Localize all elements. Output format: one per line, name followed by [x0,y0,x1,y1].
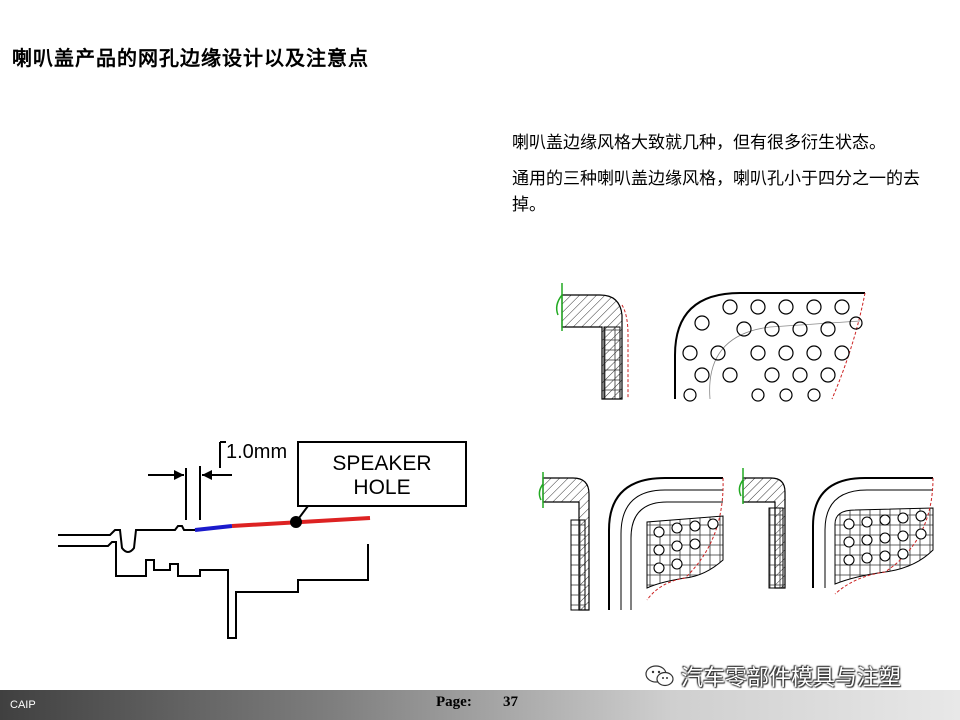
corner-inner-arc [709,320,861,400]
corner2-plate [646,515,724,589]
dimension-label: 1.0mm [226,441,287,463]
slide-title: 喇叭盖产品的网孔边缘设计以及注意点 [12,46,369,70]
dimension-arrow-right [202,470,212,480]
section-core [603,326,621,400]
paragraph-2: 通用的三种喇叭盖边缘风格，喇叭孔小于四分之一的去掉。 [512,169,920,215]
part-outline-upper [58,525,195,553]
corner2-inner2 [630,501,723,610]
watermark-text: 汽车零部件模具与注塑 [681,666,902,691]
corner2-holes [653,518,719,574]
blue-segment [194,524,233,532]
hole-grid [682,299,863,402]
corner3-plate [834,507,934,585]
dimension-arrow-left [174,470,184,480]
corner-outline [674,292,865,399]
callout-box [297,441,467,507]
part-outline-lower [58,541,369,639]
watermark: 汽车零部件模具与注塑 [645,660,901,692]
section2-core [570,519,586,611]
footer-org-label: CAIP [10,699,36,711]
corner3-outer [812,477,933,588]
green-edge-mark [555,283,563,331]
edge-style-2-3-diagram [538,468,934,611]
corner2-inner [620,489,723,610]
corner2-red [646,477,724,601]
footer-page-number: 37 [503,694,518,710]
corner3-red [834,477,934,595]
corner2-outer [608,477,723,610]
description-text: 喇叭盖边缘风格大致就几种，但有很多衍生状态。 通用的三种喇叭盖边缘风格，喇叭孔小… [512,130,942,228]
callout-leader [295,505,309,523]
callout-label-line1: SPEAKER [332,452,431,475]
red-dash-edge [621,304,629,399]
section3-green [738,468,744,504]
section2-green [538,472,544,508]
wechat-icon [645,665,674,687]
footer-page-label: Page: [436,694,472,710]
section3-core [768,507,784,589]
corner3-holes [843,510,927,566]
footer-bar: CAIP Page: 37 [0,690,960,720]
callout-label-line2: HOLE [353,476,410,499]
red-dash-boundary [831,292,866,400]
paragraph-1: 喇叭盖边缘风格大致就几种，但有很多衍生状态。 [512,133,886,153]
edge-style-1-diagram [555,283,866,402]
edge-section-diagram: 1.0mm SPEAKER HOLE [58,441,467,639]
corner3-inner [824,489,933,588]
